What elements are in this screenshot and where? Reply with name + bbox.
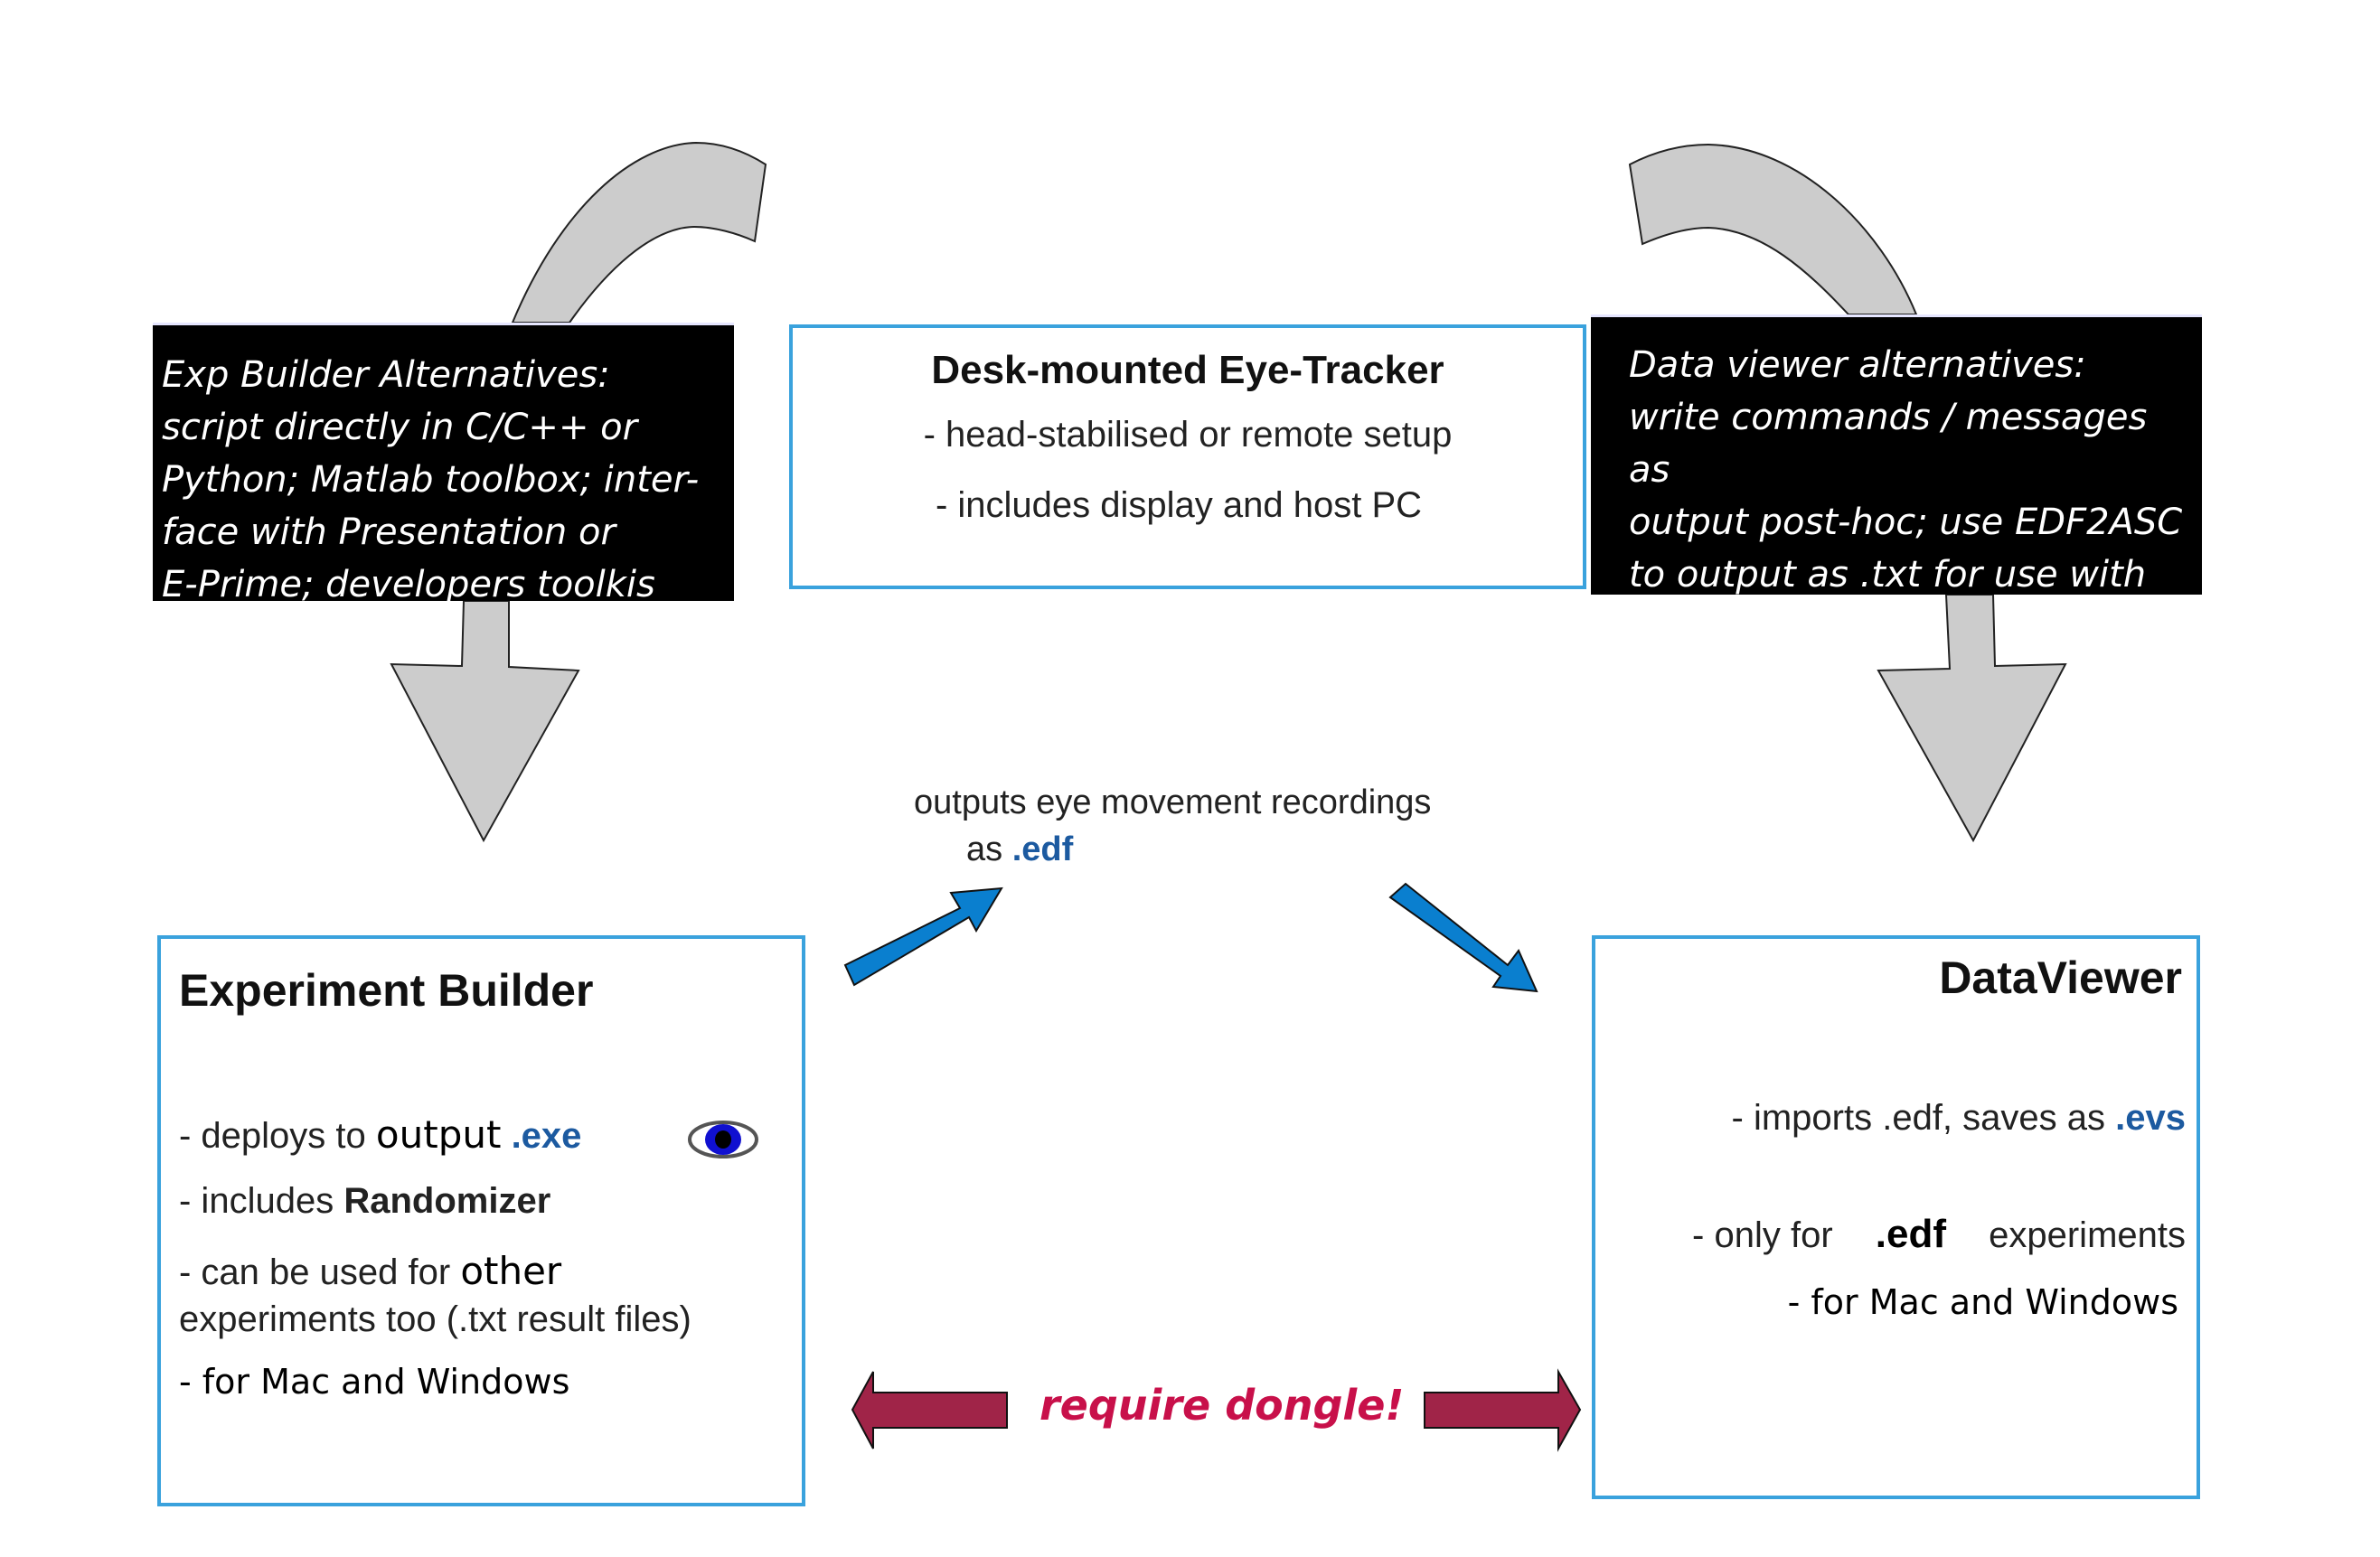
dv-alt-line: as xyxy=(1629,449,1670,491)
eb-item-randomizer: - includes Randomizer xyxy=(179,1181,551,1221)
dv-item-only-edf: - only for .edf experiments xyxy=(1692,1212,2186,1256)
dongle-label: require dongle! xyxy=(1039,1381,1405,1430)
dv-alt-line: Data viewer alternatives: xyxy=(1629,344,2086,386)
dv-item-imports: - imports .edf, saves as .evs xyxy=(1731,1098,2186,1138)
output-note: outputs eye movement recordings as .edf xyxy=(914,779,1431,873)
dv-item-platforms: - for Mac and Windows xyxy=(1787,1282,2178,1322)
exp-alt-line: E-Prime; developers toolkis xyxy=(162,564,655,605)
experiment-builder-title: Experiment Builder xyxy=(179,965,594,1016)
exp-alt-line: face with Presentation or xyxy=(162,511,616,553)
dv-alt-line: write commands / messages xyxy=(1629,397,2148,438)
red-arrow-left xyxy=(851,1371,1008,1449)
blue-arrow-to-output xyxy=(843,886,1003,987)
down-arrow-left xyxy=(390,600,580,843)
dataviewer-title: DataViewer xyxy=(1939,952,2182,1003)
output-note-line1: outputs eye movement recordings xyxy=(914,783,1432,821)
curved-arrow-left xyxy=(511,141,767,324)
dataviewer-box: DataViewer - imports .edf, saves as .evs… xyxy=(1592,935,2200,1499)
eye-icon xyxy=(687,1118,759,1165)
exp-alt-line: Exp Builder Alternatives: xyxy=(162,354,610,396)
blue-arrow-to-dataviewer xyxy=(1388,882,1538,993)
eb-item-platforms: - for Mac and Windows xyxy=(179,1362,570,1402)
dv-alt-line: to output as .txt for use with xyxy=(1629,554,2147,596)
exp-alt-line: script directly in C/C++ or xyxy=(162,407,638,448)
eye-tracker-title: Desk-mounted Eye-Tracker xyxy=(931,348,1444,392)
curved-arrow-right xyxy=(1628,143,1918,315)
exp-builder-alternatives-box: Exp Builder Alternatives: script directl… xyxy=(153,323,734,605)
eye-tracker-item: - head-stabilised or remote setup xyxy=(923,415,1453,455)
output-note-as: as xyxy=(966,830,1003,868)
dv-alt-line: output post-hoc; use EDF2ASC xyxy=(1629,502,2183,543)
down-arrow-right xyxy=(1877,594,2067,843)
eb-item-other-experiments: - can be used for other experiments too … xyxy=(179,1249,691,1339)
eb-item-deploys: - deploys to output .exe xyxy=(179,1112,582,1157)
exp-alt-line: Python; Matlab toolbox; inter- xyxy=(162,459,700,501)
output-note-ext: .edf xyxy=(1011,830,1074,868)
eye-tracker-item: - includes display and host PC xyxy=(935,485,1423,525)
dataviewer-alternatives-box: Data viewer alternatives: write commands… xyxy=(1591,314,2202,596)
experiment-builder-box: Experiment Builder - deploys to output .… xyxy=(157,935,805,1506)
red-arrow-right xyxy=(1424,1368,1582,1452)
eye-tracker-box: Desk-mounted Eye-Tracker - head-stabilis… xyxy=(789,324,1586,589)
